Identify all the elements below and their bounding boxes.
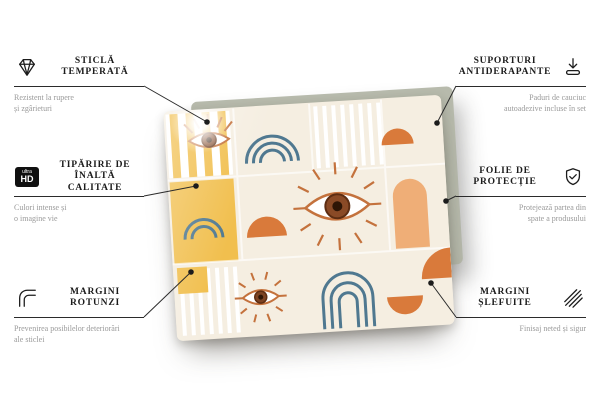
callout-title-line: MARGINI (70, 286, 120, 297)
product-glass-panel (163, 94, 455, 342)
callout-head: MARGINI ROTUNZI (14, 279, 144, 318)
callout-tempered-glass: STICLĂ TEMPERATĂ Rezistent la rupere și … (14, 48, 144, 115)
polished-edge-icon (560, 287, 586, 309)
callout-head: ultra HD TIPĂRIRE DE ÎNALTĂ CALITATE (14, 158, 144, 197)
anti-slip-pads-icon (560, 56, 586, 78)
product-pattern (163, 95, 455, 341)
callout-title-line: FOLIE DE (479, 165, 531, 176)
callout-title: MARGINI ROTUNZI (46, 287, 144, 310)
callout-title-line: ROTUNZI (70, 298, 120, 308)
callout-title-line: TEMPERATĂ (61, 67, 129, 77)
callout-head: FOLIE DE PROTECȚIE (456, 158, 586, 197)
callout-title-line: ANTIDERAPANTE (458, 67, 552, 77)
callout-description: Rezistent la rupere și zgârieturi (14, 93, 74, 113)
callout-description: Finisaj neted și sigur (519, 324, 586, 333)
diamond-icon (14, 56, 40, 78)
callout-title-line: ȘLEFUITE (478, 298, 532, 308)
callout-description: Prevenirea posibilelor deteriorări ale s… (14, 324, 120, 344)
callout-title: SUPORTURI ANTIDERAPANTE (456, 56, 554, 79)
rounded-corner-icon (14, 287, 40, 309)
callout-title-line: STICLĂ (74, 55, 116, 66)
callout-protective-film: FOLIE DE PROTECȚIE Protejează partea din… (456, 158, 586, 225)
callout-title-line: ÎNALTĂ CALITATE (67, 171, 123, 193)
callout-print-quality: ultra HD TIPĂRIRE DE ÎNALTĂ CALITATE Cul… (14, 158, 144, 225)
callout-title-line: TIPĂRIRE DE (59, 159, 131, 170)
callout-title-line: SUPORTURI (473, 55, 537, 66)
callout-head: MARGINI ȘLEFUITE (456, 279, 586, 318)
callout-polished-edges: MARGINI ȘLEFUITE Finisaj neted și sigur (456, 279, 586, 335)
callout-title: TIPĂRIRE DE ÎNALTĂ CALITATE (46, 160, 144, 194)
callout-rounded-edges: MARGINI ROTUNZI Prevenirea posibilelor d… (14, 279, 144, 346)
callout-anti-slip-pads: SUPORTURI ANTIDERAPANTE Paduri de cauciu… (456, 48, 586, 115)
callout-head: STICLĂ TEMPERATĂ (14, 48, 144, 87)
callout-title: MARGINI ȘLEFUITE (456, 287, 554, 310)
callout-title: STICLĂ TEMPERATĂ (46, 56, 144, 79)
callout-description: Protejează partea din spate a produsului (518, 203, 586, 223)
shield-check-icon (560, 166, 586, 188)
ultra-hd-icon: ultra HD (14, 167, 40, 187)
callout-description: Paduri de cauciuc autoadezive incluse în… (504, 93, 586, 113)
callout-title-line: MARGINI (480, 286, 530, 297)
callout-head: SUPORTURI ANTIDERAPANTE (456, 48, 586, 87)
callout-title-line: PROTECȚIE (473, 177, 537, 187)
callout-title: FOLIE DE PROTECȚIE (456, 166, 554, 189)
callout-description: Culori intense și o imagine vie (14, 203, 67, 223)
